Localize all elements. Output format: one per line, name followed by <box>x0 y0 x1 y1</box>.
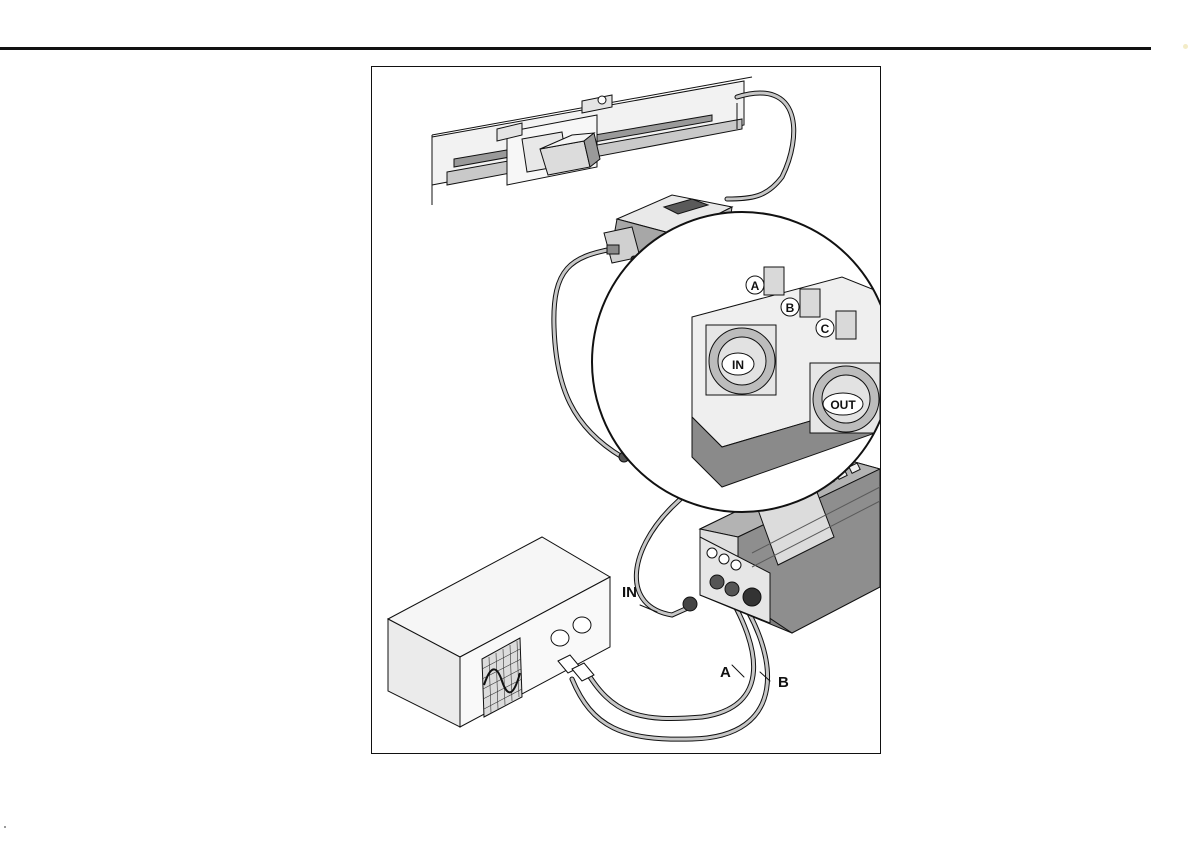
header-rule <box>0 47 1151 50</box>
page-marker <box>1183 44 1188 49</box>
label-in: IN <box>622 584 637 601</box>
inset-label-b: B <box>786 301 795 315</box>
page-corner-mark <box>4 826 6 828</box>
inset-label-a: A <box>751 279 760 293</box>
label-a: A <box>720 664 731 681</box>
label-b: B <box>778 674 789 691</box>
oscilloscope-icon <box>388 537 610 727</box>
inset-label-in: IN <box>732 358 744 372</box>
illustration-frame: A B C IN OUT IN A B <box>371 66 881 754</box>
inset-label-out: OUT <box>830 398 856 412</box>
connection-diagram: A B C IN OUT IN A B <box>372 67 880 753</box>
inset-label-c: C <box>821 322 830 336</box>
linear-scale-icon <box>432 77 752 205</box>
magnified-detail-icon: A B C IN OUT <box>592 212 880 512</box>
